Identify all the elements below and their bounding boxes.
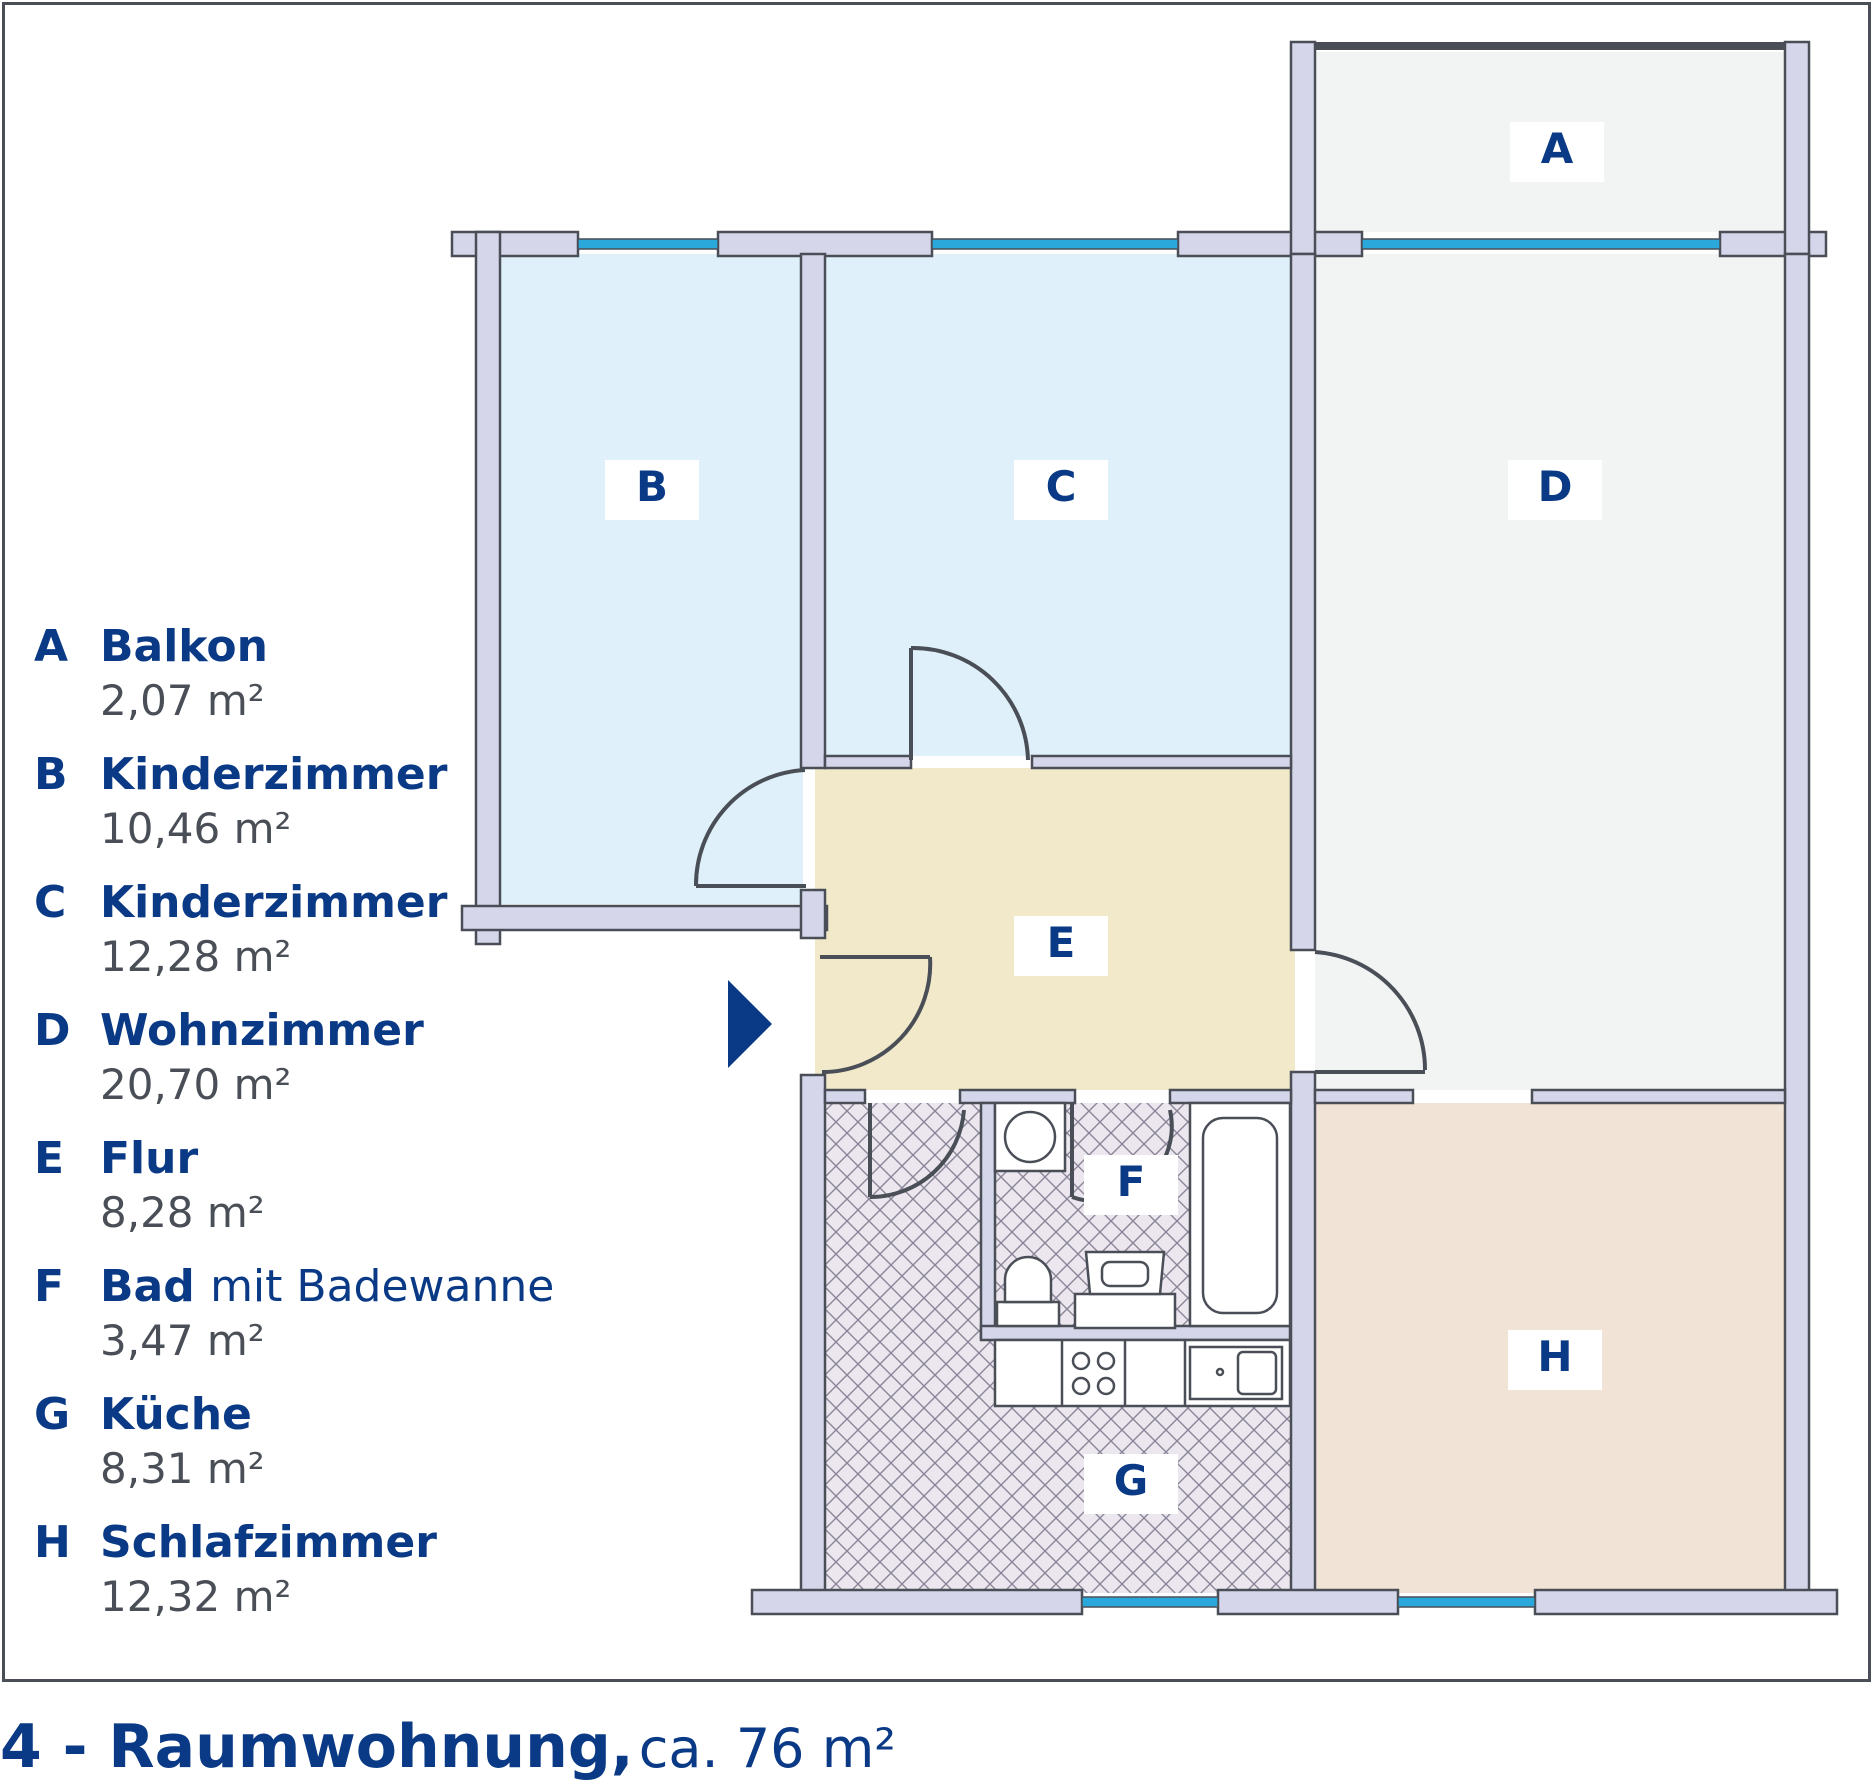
wall <box>1289 1070 1317 1614</box>
legend-entry-e: E Flur 8,28 m² <box>34 1132 594 1260</box>
room-label-c: C <box>1046 462 1077 511</box>
legend-room-area: 12,28 m² <box>100 932 292 981</box>
legend-letter: G <box>34 1389 71 1440</box>
wall <box>1168 1088 1293 1105</box>
wall <box>1533 1588 1839 1616</box>
wall <box>1313 1088 1415 1105</box>
legend-letter: H <box>34 1517 71 1568</box>
legend-room-name: Balkon <box>100 621 268 672</box>
door-swing <box>910 645 1030 761</box>
legend-entry-d: D Wohnzimmer 20,70 m² <box>34 1004 594 1132</box>
wall <box>716 230 934 258</box>
legend-entry-c: C Kinderzimmer 12,28 m² <box>34 876 594 1004</box>
legend-room-name: Küche <box>100 1389 252 1440</box>
wall <box>1216 1588 1400 1616</box>
wall <box>460 904 829 932</box>
wall <box>799 252 827 770</box>
legend-letter: D <box>34 1005 71 1056</box>
toilet-icon <box>995 1300 1061 1328</box>
legend-entry-h: H Schlafzimmer 12,32 m² <box>34 1516 594 1644</box>
room-label-b-box <box>605 460 699 520</box>
legend-letter: A <box>34 621 69 672</box>
room-label-e: E <box>1047 918 1076 967</box>
room-label-f: F <box>1117 1157 1146 1206</box>
wall <box>450 230 580 258</box>
wall <box>1030 754 1293 770</box>
legend-letter: E <box>34 1133 65 1184</box>
window <box>1081 1596 1219 1608</box>
legend-room-name: Schlafzimmer <box>100 1517 437 1568</box>
room-b-fill <box>498 254 803 904</box>
wall <box>823 754 913 770</box>
window <box>1397 1596 1536 1608</box>
legend-entry-a: A Balkon 2,07 m² <box>34 620 594 748</box>
wall <box>1289 40 1317 256</box>
legend-letter: F <box>34 1261 65 1312</box>
legend-room-area: 8,28 m² <box>100 1188 265 1237</box>
apartment-title: 4 - Raumwohnung, ca. 76 m² <box>0 1712 896 1782</box>
window <box>1361 238 1721 250</box>
room-label-h-box <box>1508 1330 1602 1390</box>
wall <box>958 1088 1077 1105</box>
wall <box>823 1088 867 1105</box>
legend-room-area: 8,31 m² <box>100 1444 265 1493</box>
window <box>931 238 1179 250</box>
room-label-g: G <box>1114 1456 1148 1505</box>
sink-icon <box>1073 1292 1177 1330</box>
legend-room-area: 12,32 m² <box>100 1572 292 1621</box>
legend-room-name: Bad mit Badewanne <box>100 1261 555 1312</box>
legend-letter: C <box>34 877 67 928</box>
entrance-arrow-icon <box>728 980 772 1068</box>
room-label-d-box <box>1508 460 1602 520</box>
door-swing <box>869 1109 966 1200</box>
wall <box>799 1073 827 1614</box>
legend-entry-f: F Bad mit Badewanne 3,47 m² <box>34 1260 594 1388</box>
room-label-d: D <box>1538 462 1573 511</box>
wall <box>979 1101 997 1340</box>
balcony-railing <box>1315 42 1785 50</box>
wall <box>1530 1088 1787 1105</box>
wall <box>750 1588 1084 1616</box>
plan-frame <box>2 2 1871 1682</box>
window <box>577 238 719 250</box>
legend-room-name: Kinderzimmer <box>100 749 448 800</box>
legend-entry-b: B Kinderzimmer 10,46 m² <box>34 748 594 876</box>
apartment-size: ca. 76 m² <box>638 1717 896 1780</box>
wall <box>799 888 827 940</box>
legend-room-area: 2,07 m² <box>100 676 265 725</box>
door-swing <box>821 956 933 1075</box>
wall <box>474 230 502 946</box>
legend-room-area: 20,70 m² <box>100 1060 292 1109</box>
room-label-e-box <box>1014 916 1108 976</box>
legend-room-area: 10,46 m² <box>100 804 292 853</box>
stove-icon <box>1071 1351 1116 1396</box>
legend-entry-g: G Küche 8,31 m² <box>34 1388 594 1516</box>
legend-room-name: Flur <box>100 1133 199 1184</box>
room-label-c-box <box>1014 460 1108 520</box>
room-label-b: B <box>636 462 668 511</box>
apartment-type: 4 - Raumwohnung, <box>0 1712 634 1782</box>
room-label-h: H <box>1537 1332 1572 1381</box>
door-swing <box>1314 950 1428 1071</box>
legend-room-name: Wohnzimmer <box>100 1005 424 1056</box>
room-legend: A Balkon 2,07 m² B Kinderzimmer 10,46 m²… <box>34 620 594 1644</box>
room-label-a-box <box>1510 122 1604 182</box>
legend-letter: B <box>34 749 68 800</box>
room-label-f-box <box>1084 1155 1178 1215</box>
wall <box>1783 252 1811 1614</box>
door-swing <box>693 768 806 887</box>
room-d-fill <box>1315 254 1785 1090</box>
room-label-g-box <box>1084 1454 1178 1514</box>
wall <box>1289 252 1317 952</box>
wall <box>1176 230 1364 258</box>
legend-room-name: Kinderzimmer <box>100 877 448 928</box>
legend-room-area: 3,47 m² <box>100 1316 265 1365</box>
room-label-a: A <box>1541 124 1574 173</box>
wall <box>1783 40 1811 256</box>
